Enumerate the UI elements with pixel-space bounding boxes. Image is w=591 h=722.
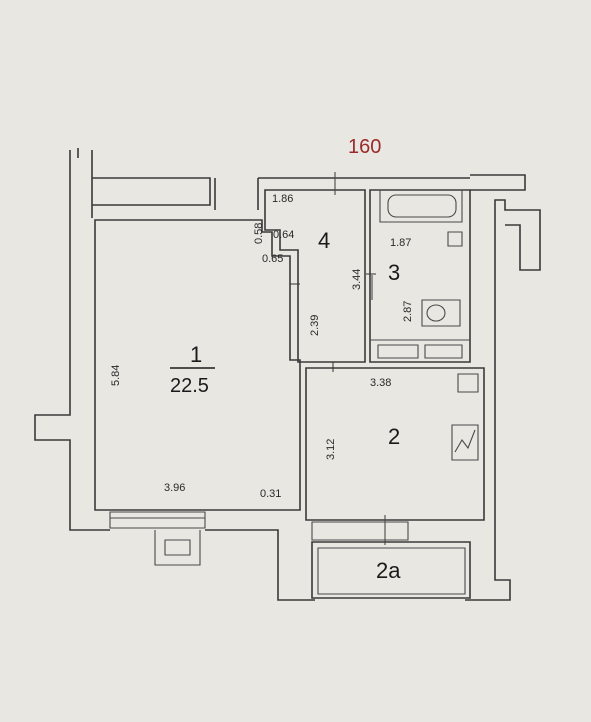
room-2a-number: 2a xyxy=(376,558,401,583)
room-1-area: 22.5 xyxy=(170,375,209,397)
dim-room3-height: 2.87 xyxy=(402,301,414,322)
dim-room2-height: 3.12 xyxy=(325,439,337,460)
dim-room1-width: 3.96 xyxy=(164,482,185,494)
room-2-number: 2 xyxy=(388,424,400,449)
balcony-2a-walls xyxy=(311,541,471,599)
room-3-walls xyxy=(369,189,471,363)
room-3-number: 3 xyxy=(388,260,400,285)
dim-niche-width: 0.64 xyxy=(273,229,294,241)
dim-wall-3-4: 3.44 xyxy=(351,269,363,290)
dimension-ticks xyxy=(290,273,376,372)
room-1-number: 1 xyxy=(190,342,202,367)
dim-niche-depth: 0.65 xyxy=(262,253,283,265)
dim-room4-width: 1.86 xyxy=(272,193,293,205)
dim-niche-side: 0.58 xyxy=(253,223,265,244)
dim-room1-height: 5.84 xyxy=(110,365,122,386)
dim-room3-width: 1.87 xyxy=(390,237,411,249)
room-1-walls xyxy=(94,219,301,566)
dim-room4-height: 2.39 xyxy=(309,315,321,336)
apartment-number: 160 xyxy=(348,136,381,158)
room-4-number: 4 xyxy=(318,228,330,253)
room-2-walls xyxy=(305,367,485,545)
room-4-walls xyxy=(264,172,366,363)
dim-room2-width: 3.38 xyxy=(370,377,391,389)
dim-room1-step: 0.31 xyxy=(260,488,281,500)
outer-walls xyxy=(34,148,541,601)
